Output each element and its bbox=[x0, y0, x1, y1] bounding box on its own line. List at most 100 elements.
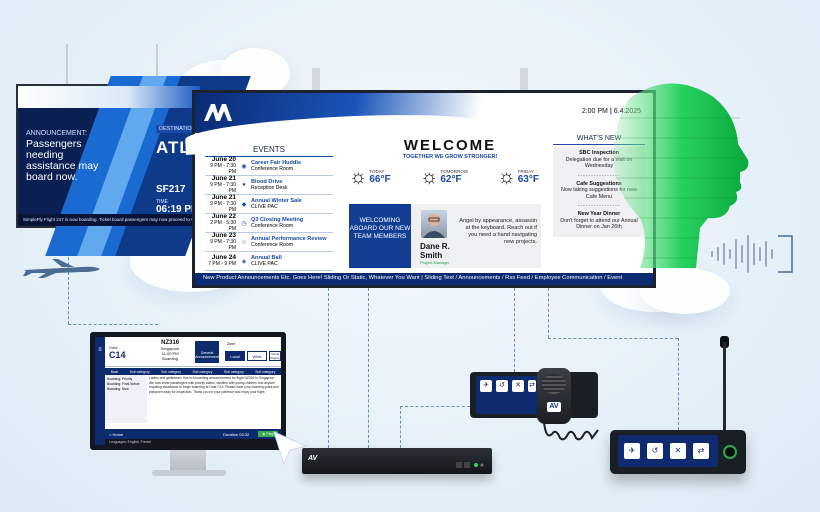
paging-microphone-unit: ✈ ↺ ✕ ⇄ bbox=[470, 372, 598, 418]
volume-knob[interactable] bbox=[723, 445, 737, 459]
welcome-subtitle: TOGETHER WE GROW STRONGER! bbox=[402, 154, 498, 160]
connector-line bbox=[328, 288, 329, 448]
event-day: June 23 bbox=[211, 232, 236, 239]
play-label: Play bbox=[266, 432, 274, 436]
connector-line bbox=[548, 288, 549, 338]
clock-icon: ◷ bbox=[241, 220, 247, 227]
member-name: Dane R. Smith bbox=[420, 242, 450, 260]
category-tab[interactable]: Sub category bbox=[192, 369, 213, 374]
category-tab[interactable]: Sub category bbox=[223, 369, 244, 374]
news-separator: ---------------- bbox=[577, 172, 621, 179]
swap-key-icon[interactable]: ⇄ bbox=[528, 380, 536, 392]
plane-key-icon[interactable]: ✈ bbox=[624, 443, 640, 459]
close-key-icon[interactable]: ✕ bbox=[512, 380, 524, 392]
home-button[interactable]: ⌂ Home bbox=[109, 432, 124, 437]
event-location: Conference Room bbox=[251, 223, 294, 229]
weather-temp: 66°F bbox=[369, 174, 391, 185]
announcement-list-item[interactable]: Boarding: Final Notice bbox=[107, 382, 140, 386]
duration-label: Duration bbox=[223, 432, 239, 437]
plane-key-icon[interactable]: ✈ bbox=[480, 380, 492, 392]
weather-day: TODAY bbox=[369, 169, 385, 174]
airline-gate-sign: ANNOUNCEMENT: Passengers needing assista… bbox=[16, 76, 251, 256]
announcement-list-item[interactable]: Boarding: Now bbox=[107, 387, 129, 391]
event-time: 9 PM - 7:30 PM bbox=[210, 163, 236, 175]
flight-info: NZ316 Singapore 11:00 PM Boarding bbox=[161, 340, 180, 361]
gate-value: C14 bbox=[109, 350, 126, 360]
sound-wave-icon bbox=[711, 235, 793, 273]
member-first-name: Dane R. bbox=[420, 242, 450, 251]
back-button[interactable]: Back bbox=[110, 369, 119, 374]
flight-destination: Singapore bbox=[161, 346, 180, 351]
desk-screen: ✈ ↺ ✕ ⇄ bbox=[618, 435, 718, 467]
event-title: Annual Performance Review bbox=[251, 236, 327, 242]
swap-key-icon[interactable]: ⇄ bbox=[693, 443, 709, 459]
event-location: Reception Desk bbox=[251, 185, 288, 191]
play-button[interactable]: ▶ Play bbox=[258, 431, 278, 437]
tab-wide[interactable]: Wide bbox=[247, 351, 267, 361]
paging-handset: AV bbox=[537, 368, 571, 424]
member-photo bbox=[421, 210, 447, 238]
people-icon: ◉ bbox=[241, 163, 247, 170]
pointer-arrow-icon bbox=[273, 431, 308, 466]
category-tab[interactable]: Sub category bbox=[161, 369, 182, 374]
gate-number: Gate C14 bbox=[109, 345, 126, 360]
tab-local[interactable]: Local bbox=[225, 351, 245, 361]
destination-label: DESTINATION bbox=[156, 125, 199, 133]
menu-icon[interactable]: ≡ bbox=[98, 347, 102, 353]
console-header: Gate C14 NZ316 Singapore 11:00 PM Boardi… bbox=[95, 337, 281, 367]
general-announcement-button[interactable]: General Announcement bbox=[195, 341, 219, 363]
event-time: 7 PM - 9 PM bbox=[208, 261, 236, 267]
history-key-icon[interactable]: ↺ bbox=[496, 380, 508, 392]
ceiling-mount bbox=[312, 68, 320, 92]
tab-visual-paging[interactable]: Visual Paging bbox=[269, 351, 281, 361]
ceiling-mount bbox=[520, 68, 528, 92]
member-bio: Angel by appearance, assassin at the key… bbox=[459, 218, 537, 245]
sun-icon: ☼ bbox=[349, 166, 368, 188]
duration: Duration 03:32 bbox=[223, 432, 249, 437]
departure-time: 06:19 PM bbox=[156, 204, 200, 215]
rack-ports bbox=[456, 457, 484, 468]
event-time: 9 PM - 7:30 PM bbox=[210, 201, 236, 213]
news-text: Now taking suggestions for new Cafe Menu bbox=[560, 187, 638, 200]
event-location: Conference Room bbox=[251, 166, 294, 172]
weather-temp: 62°F bbox=[440, 174, 462, 185]
event-time: 2 PM - 5:30 PM bbox=[210, 220, 236, 232]
weather-day: TOMORROW bbox=[440, 169, 468, 174]
event-time: 9 PM - 7:30 PM bbox=[210, 182, 236, 194]
team-members-box: WELCOMING ABOARD OUR NEW TEAM MEMBERS bbox=[349, 204, 411, 268]
welcome-block: WELCOME TOGETHER WE GROW STRONGER! bbox=[355, 137, 545, 160]
flight-time: 11:00 PM bbox=[161, 351, 179, 356]
event-day: June 22 bbox=[211, 213, 236, 220]
close-key-icon[interactable]: ✕ bbox=[670, 443, 686, 459]
announcement-list-item[interactable]: Boarding: Priority bbox=[107, 377, 133, 381]
connector-line bbox=[548, 338, 678, 339]
member-role: Project Manager bbox=[420, 260, 450, 265]
monitor-base bbox=[152, 470, 226, 476]
category-tab[interactable]: Sub category bbox=[129, 369, 150, 374]
handset-grill bbox=[542, 374, 566, 394]
history-key-icon[interactable]: ↺ bbox=[647, 443, 663, 459]
home-label: Home bbox=[112, 432, 124, 437]
event-title: Blood Drive bbox=[251, 179, 283, 185]
announcement-text: Passengers needing assistance may board … bbox=[26, 138, 99, 183]
display-time: 2:00 PM bbox=[581, 108, 608, 115]
category-tab[interactable]: Sub category bbox=[255, 369, 276, 374]
event-location: Conference Room bbox=[251, 242, 294, 248]
